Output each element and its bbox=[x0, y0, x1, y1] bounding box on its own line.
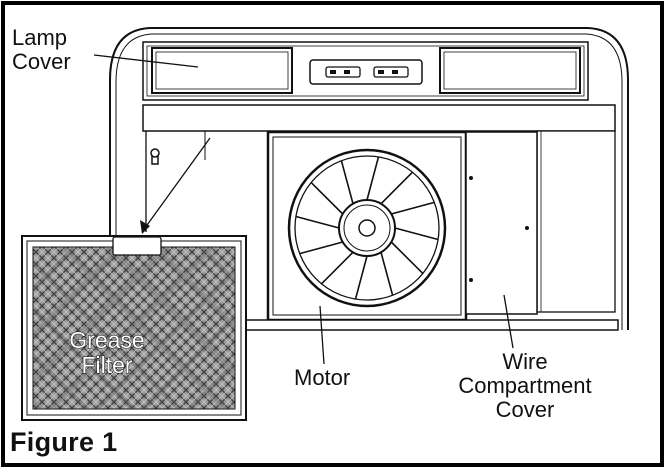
lamp-cover-right bbox=[439, 47, 581, 94]
fan-blade bbox=[320, 251, 354, 285]
fan-blade bbox=[380, 252, 394, 296]
right-side-panel bbox=[536, 130, 616, 313]
grease-filter-label: Grease Filter bbox=[69, 327, 145, 378]
wire-cover-leader bbox=[503, 294, 514, 349]
grease-filter[interactable] bbox=[21, 235, 247, 421]
wire-compartment-cover-label: Wire Compartment Cover bbox=[458, 349, 592, 422]
filter-tab[interactable] bbox=[112, 236, 162, 256]
lamp-cover-label: Lamp Cover bbox=[12, 25, 71, 74]
bottom-trim bbox=[241, 319, 619, 331]
fan-blade bbox=[299, 241, 343, 255]
motor-label: Motor bbox=[294, 365, 351, 390]
keyhole-slot-icon bbox=[150, 148, 160, 165]
fan-blade bbox=[380, 171, 414, 205]
fan-blade bbox=[394, 227, 439, 241]
lamp-cover-left bbox=[151, 47, 293, 94]
fan-blade bbox=[390, 241, 424, 275]
wire-compartment-cover[interactable] bbox=[465, 131, 538, 315]
filter-arrowhead bbox=[140, 220, 150, 234]
fan-blade bbox=[366, 156, 380, 201]
fan-blade bbox=[391, 201, 435, 215]
fan-blade bbox=[354, 255, 368, 300]
figure-caption: Figure 1 bbox=[10, 427, 118, 457]
fan-blade-icon bbox=[287, 148, 447, 308]
fan-blade bbox=[340, 160, 354, 204]
fan-blade bbox=[295, 215, 340, 229]
motor-leader bbox=[319, 305, 325, 365]
control-switch-icon[interactable] bbox=[309, 59, 423, 85]
filter-rail bbox=[142, 104, 616, 132]
fan-blade bbox=[310, 181, 344, 215]
lamp-cover-leader bbox=[93, 54, 199, 68]
filter-leader bbox=[141, 137, 211, 233]
